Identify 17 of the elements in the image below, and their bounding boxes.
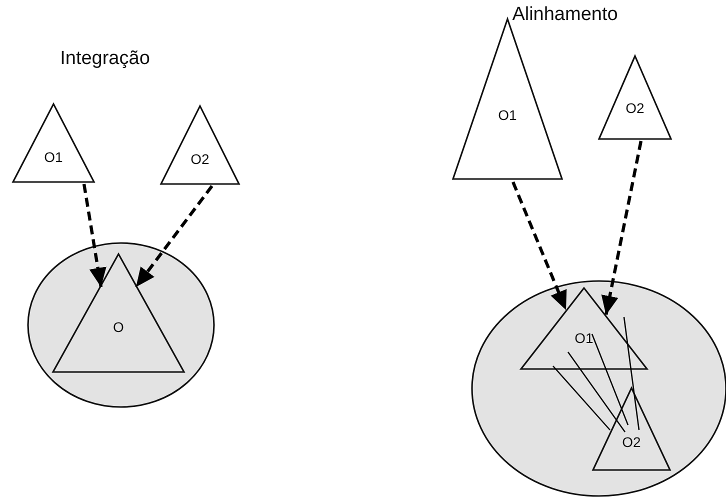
mapping-line [552,366,610,430]
mapping-line [591,334,629,426]
section-heading: Alinhamento [512,4,618,26]
mapping-line [567,352,626,432]
node-label: O2 [622,434,641,450]
dashed-arrow [601,140,643,316]
section-heading: Integração [60,48,150,70]
node-label: O1 [574,330,594,346]
dashed-arrow [134,185,214,288]
dashed-arrow [82,184,106,288]
node-label: O [113,319,124,336]
node-label: O2 [626,100,644,116]
dashed-arrow [512,181,568,311]
node-label: O2 [190,151,210,168]
node-label: O1 [44,149,63,166]
node-label: O1 [498,107,517,124]
mapping-line [623,316,640,430]
